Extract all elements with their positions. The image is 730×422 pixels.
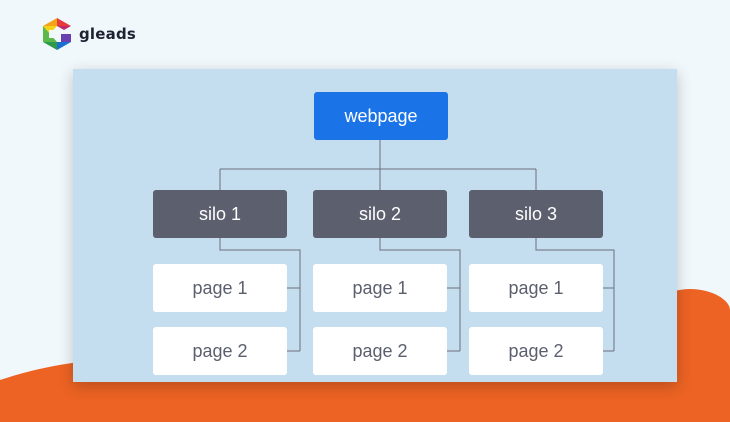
silo1-page-node-2: page 2 xyxy=(153,327,287,375)
silo2-page-node-1: page 1 xyxy=(313,264,447,312)
silo-node-3: silo 3 xyxy=(469,190,603,238)
gleads-logo-icon xyxy=(43,18,71,50)
silo3-page-node-1: page 1 xyxy=(469,264,603,312)
silo3-page-node-2: page 2 xyxy=(469,327,603,375)
silo-node-1: silo 1 xyxy=(153,190,287,238)
connector-silo1-to-pages xyxy=(219,238,301,352)
connector-root-to-silos xyxy=(219,140,537,190)
hierarchy-connectors xyxy=(219,140,615,352)
silo1-page-node-1: page 1 xyxy=(153,264,287,312)
silo2-page-node-2: page 2 xyxy=(313,327,447,375)
brand-name: gleads xyxy=(79,25,137,43)
connector-silo3-to-pages xyxy=(535,238,615,352)
diagram-panel: webpage silo 1 silo 2 silo 3 page 1 page… xyxy=(73,69,677,382)
silo-node-2: silo 2 xyxy=(313,190,447,238)
connector-silo2-to-pages xyxy=(379,238,461,352)
root-node-webpage: webpage xyxy=(314,92,448,140)
brand-logo[interactable]: gleads xyxy=(40,17,136,51)
